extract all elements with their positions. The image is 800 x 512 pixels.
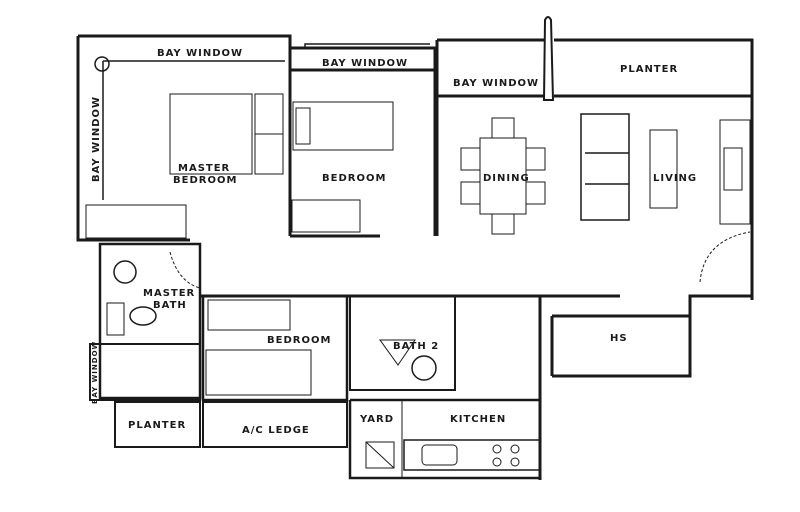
kitchen-walls xyxy=(348,398,540,480)
bedroom-3-walls xyxy=(201,296,349,402)
master-bed xyxy=(169,93,253,175)
room-label-ac-ledge: A/C LEDGE xyxy=(242,425,310,436)
tv-console xyxy=(719,119,751,225)
room-label-master-bedroom-1: MASTER xyxy=(178,163,231,174)
shower-icon xyxy=(106,302,125,336)
bedroom-2-bed xyxy=(292,101,394,151)
master-bedroom-walls xyxy=(76,34,292,242)
room-label-master-bath-1: MASTER xyxy=(143,288,196,299)
room-label-master-bedroom-2: BEDROOM xyxy=(173,175,238,186)
room-label-bay-window-dining: BAY WINDOW xyxy=(453,78,540,89)
basin-icon xyxy=(113,260,137,284)
room-label-bay-window-small: BAY WINDOW xyxy=(91,340,99,404)
ac-ledge-walls xyxy=(202,401,348,448)
window-hatch xyxy=(85,199,361,331)
room-label-kitchen: KITCHEN xyxy=(450,414,507,425)
bath-2-walls xyxy=(349,295,456,391)
room-label-planter-bottom: PLANTER xyxy=(128,420,187,431)
master-bay-window-inner xyxy=(102,60,285,200)
kitchen-counter xyxy=(403,439,541,471)
room-label-yard: YARD xyxy=(360,414,395,425)
room-label-dining: DINING xyxy=(483,173,530,184)
room-label-bay-window-master: BAY WINDOW xyxy=(157,48,244,59)
main-door-arc xyxy=(699,231,751,283)
room-label-hs: HS xyxy=(610,333,628,344)
room-label-bay-window-master-side: BAY WINDOW xyxy=(91,95,102,182)
column-icon xyxy=(94,56,110,72)
room-label-bath-2: BATH 2 xyxy=(393,341,440,352)
toilet-icon xyxy=(129,306,157,326)
sofa xyxy=(580,113,630,221)
sink-icon xyxy=(421,444,458,466)
room-label-bedroom-2: BEDROOM xyxy=(322,173,387,184)
bedroom-3-bed xyxy=(205,349,312,396)
corridor-walls xyxy=(200,294,752,480)
room-label-master-bath-2: BATH xyxy=(153,300,187,311)
room-label-planter-top: PLANTER xyxy=(620,64,679,75)
room-label-living: LIVING xyxy=(653,173,698,184)
coffee-table xyxy=(649,129,678,209)
room-label-bay-window-bedroom: BAY WINDOW xyxy=(322,58,409,69)
bedroom-2-walls xyxy=(290,46,437,238)
living-dining-walls xyxy=(435,38,754,300)
room-label-bedroom-3: BEDROOM xyxy=(267,335,332,346)
planter-bottom-walls xyxy=(114,401,201,448)
